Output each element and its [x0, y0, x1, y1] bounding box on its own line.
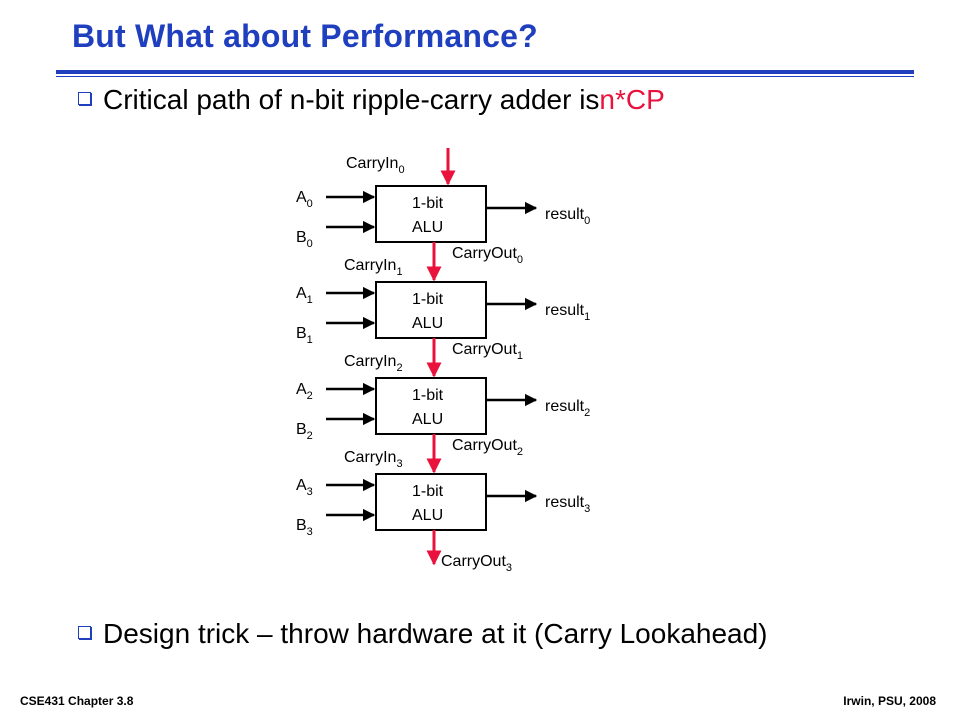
alu-label-bit-0: 1-bit [412, 195, 444, 212]
bullet-critical-path: Critical path of n-bit ripple-carry adde… [78, 84, 665, 116]
carry-in-label-1: CarryIn1 [344, 257, 403, 278]
alu-box-3 [375, 473, 487, 531]
square-bullet-icon [78, 92, 91, 105]
alu-label-alu-0: ALU [412, 219, 443, 236]
footer-author: Irwin, PSU, 2008 [843, 694, 936, 708]
input-b-label-1: B1 [296, 325, 313, 346]
carry-in-label-0: CarryIn0 [346, 155, 405, 176]
bullet-design-trick: Design trick – throw hardware at it (Car… [78, 618, 768, 650]
carry-out-label-1: CarryOut1 [452, 341, 523, 362]
bullet-design-trick-text: Design trick – throw hardware at it (Car… [103, 618, 768, 649]
alu-box-2 [375, 377, 487, 435]
input-a-label-0: A0 [296, 189, 313, 210]
input-a-label-1: A1 [296, 285, 313, 306]
alu-label-bit-2: 1-bit [412, 387, 444, 404]
carry-in-label-3: CarryIn3 [344, 449, 403, 470]
title-underline-thin [56, 76, 914, 77]
input-a-label-2: A2 [296, 381, 313, 402]
alu-label-alu-1: ALU [412, 315, 443, 332]
result-label-1: result1 [545, 302, 590, 323]
input-a-label-3: A3 [296, 477, 313, 498]
alu-label-alu-3: ALU [412, 507, 443, 524]
alu-label-alu-2: ALU [412, 411, 443, 428]
square-bullet-icon [78, 626, 91, 639]
slide-title: But What about Performance? [72, 18, 538, 54]
alu-box-0 [375, 185, 487, 243]
carry-out-label-2: CarryOut2 [452, 437, 523, 458]
result-label-0: result0 [545, 206, 590, 227]
bullet-critical-path-accent: n*CP [599, 84, 665, 115]
bullet-critical-path-text: Critical path of n-bit ripple-carry adde… [103, 84, 600, 115]
footer-course: CSE431 Chapter 3.8 [20, 694, 134, 708]
input-b-label-3: B3 [296, 517, 313, 538]
alu-label-bit-1: 1-bit [412, 291, 444, 308]
carry-out-label-0: CarryOut0 [452, 245, 523, 266]
result-label-3: result3 [545, 494, 590, 515]
carry-out-label-3: CarryOut3 [441, 553, 512, 574]
input-b-label-2: B2 [296, 421, 313, 442]
input-b-label-0: B0 [296, 229, 313, 250]
result-label-2: result2 [545, 398, 590, 419]
alu-label-bit-3: 1-bit [412, 483, 444, 500]
alu-box-1 [375, 281, 487, 339]
carry-in-label-2: CarryIn2 [344, 353, 403, 374]
title-underline [56, 70, 914, 74]
